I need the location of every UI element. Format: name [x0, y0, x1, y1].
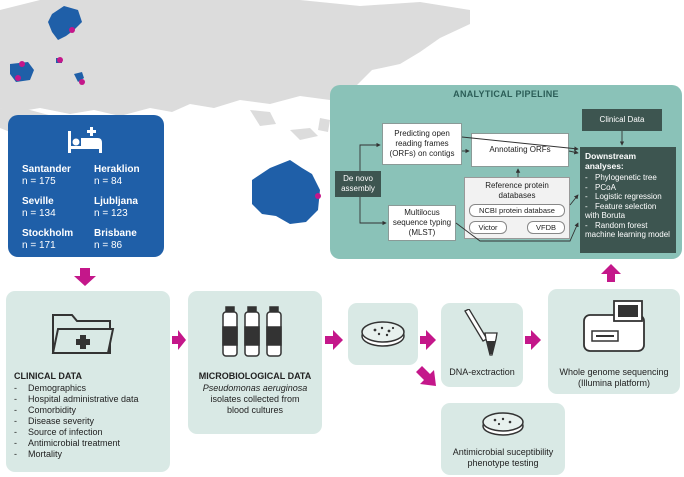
micro-species: Pseudomonas aeruginosa: [202, 383, 308, 393]
pipeline-connectors: [359, 131, 625, 242]
clinical-item: Disease severity: [14, 416, 139, 427]
micro-title: MICROBIOLOGICAL DATA: [198, 371, 312, 381]
hospital-bed-icon: [68, 127, 102, 153]
vfdb-pill: VFDB: [527, 221, 565, 234]
cohort-box: Santander n = 175 Heraklion n = 84 Sevil…: [8, 115, 164, 257]
petri-dish-icon: [361, 321, 405, 347]
pipette-tube-icon: [464, 309, 498, 356]
clinical-data-panel: CLINICAL DATA Demographics Hospital admi…: [6, 291, 170, 472]
mlst-box: Multilocus sequence typing (MLST): [388, 205, 456, 241]
site-city: Ljubljana: [94, 196, 138, 207]
ncbi-pill: NCBI protein database: [469, 204, 565, 217]
de-novo-assembly-box: De novo assembly: [335, 171, 381, 197]
annotating-orfs-label: Annotating ORFs: [489, 145, 551, 154]
micro-desc: isolates collected from blood cultures: [210, 394, 300, 415]
ast-label: Antimicrobial suceptibility phenotype te…: [452, 447, 554, 468]
marker-ljubljana: [57, 57, 63, 63]
downstream-item: Feature selection with Boruta: [585, 202, 672, 221]
arrow-right: [420, 330, 436, 350]
clinical-title: CLINICAL DATA: [14, 371, 82, 381]
ast-panel: Antimicrobial suceptibility phenotype te…: [441, 403, 565, 475]
clinical-item: Antimicrobial treatment: [14, 438, 139, 449]
sequencer-icon: [583, 300, 645, 352]
annotating-orfs-box: Annotating ORFs: [471, 133, 569, 167]
victor-pill: Victor: [469, 221, 507, 234]
site-city: Santander: [22, 164, 71, 175]
site-city: Brisbane: [94, 228, 137, 239]
site-city: Seville: [22, 196, 54, 207]
marker-seville: [15, 75, 21, 81]
site-city: Heraklion: [94, 164, 140, 175]
arrow-down: [74, 268, 96, 286]
dna-extraction-panel: DNA-exctraction: [441, 303, 523, 387]
marker-brisbane: [315, 193, 321, 199]
analytical-pipeline: ANALYTICAL PIPELINE De novo assembly Pre…: [330, 85, 682, 259]
arrow-right: [525, 330, 541, 350]
culture-panel: [348, 303, 418, 365]
reference-db-label: Reference protein databases: [485, 181, 549, 200]
sweden-highlight: [48, 6, 82, 40]
folder-icon: [51, 314, 115, 354]
downstream-item: Logistic regression: [585, 192, 672, 202]
clinical-item: Mortality: [14, 449, 139, 460]
site-count: n = 123: [94, 208, 128, 219]
marker-stockholm: [69, 27, 75, 33]
site-count: n = 84: [94, 176, 123, 187]
blood-culture-bottles-icon: [222, 306, 282, 357]
site-count: n = 86: [94, 240, 123, 251]
downstream-item: Random forest machine learning model: [585, 221, 672, 240]
marker-heraklion: [79, 79, 85, 85]
mlst-label: Multilocus sequence typing (MLST): [392, 208, 452, 237]
arrow-up: [601, 264, 621, 282]
wgs-panel: Whole genome sequencing (Illumina platfo…: [548, 289, 680, 394]
australia-highlight: [252, 160, 320, 224]
downstream-analyses-box: Downstream analyses: Phylogenetic tree P…: [580, 147, 676, 253]
site-count: n = 175: [22, 176, 56, 187]
microbiological-data-panel: MICROBIOLOGICAL DATA Pseudomonas aerugin…: [188, 291, 322, 434]
predict-orfs-label: Predicting open reading frames (ORFs) on…: [389, 129, 455, 158]
clinical-item: Source of infection: [14, 427, 139, 438]
site-count: n = 134: [22, 208, 56, 219]
dna-label: DNA-exctraction: [449, 367, 515, 377]
arrow-right: [325, 330, 343, 350]
downstream-title: Downstream analyses:: [585, 151, 637, 171]
predict-orfs-box: Predicting open reading frames (ORFs) on…: [382, 123, 462, 165]
asia-islands: [250, 110, 330, 140]
site-city: Stockholm: [22, 228, 74, 239]
clinical-item: Hospital administrative data: [14, 394, 139, 405]
petri-dish-icon: [482, 412, 524, 436]
clinical-data-box: Clinical Data: [582, 109, 662, 131]
arrow-right: [172, 330, 186, 350]
marker-santander: [19, 61, 25, 67]
site-count: n = 171: [22, 240, 56, 251]
downstream-item: PCoA: [585, 183, 672, 193]
pipeline-title: ANALYTICAL PIPELINE: [453, 89, 559, 99]
clinical-list: Demographics Hospital administrative dat…: [14, 383, 139, 460]
clinical-item: Comorbidity: [14, 405, 139, 416]
arrow-diagonal: [416, 366, 436, 386]
downstream-item: Phylogenetic tree: [585, 173, 672, 183]
wgs-label: Whole genome sequencing (Illumina platfo…: [559, 367, 669, 388]
clinical-item: Demographics: [14, 383, 139, 394]
downstream-list: Phylogenetic tree PCoA Logistic regressi…: [585, 173, 672, 240]
